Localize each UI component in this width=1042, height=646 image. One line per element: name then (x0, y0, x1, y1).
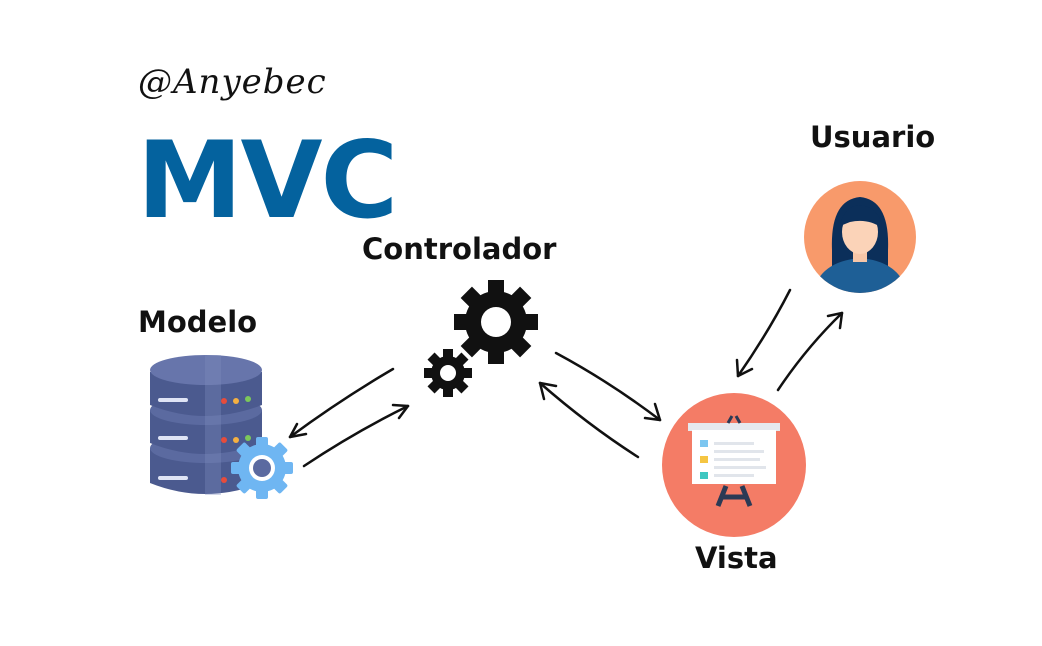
arrow-view-to-user (776, 311, 844, 392)
arrow-controller-to-view (554, 351, 662, 422)
diagram-title: MVC (137, 119, 398, 242)
arrow-model-to-controller (302, 403, 410, 468)
user-label: Usuario (810, 120, 936, 154)
arrow-user-to-view (735, 288, 792, 378)
controller-label: Controlador (362, 232, 557, 266)
gears-icon (424, 280, 538, 397)
presentation-board-icon (662, 393, 806, 537)
settings-gear-icon (231, 437, 293, 499)
user-avatar-icon (804, 181, 916, 293)
view-label: Vista (695, 541, 778, 575)
database-icon (150, 355, 262, 495)
author-signature: @Anyebec (138, 62, 327, 102)
arrow-view-to-controller (538, 381, 640, 459)
arrow-controller-to-model (288, 367, 395, 439)
model-label: Modelo (138, 305, 258, 339)
